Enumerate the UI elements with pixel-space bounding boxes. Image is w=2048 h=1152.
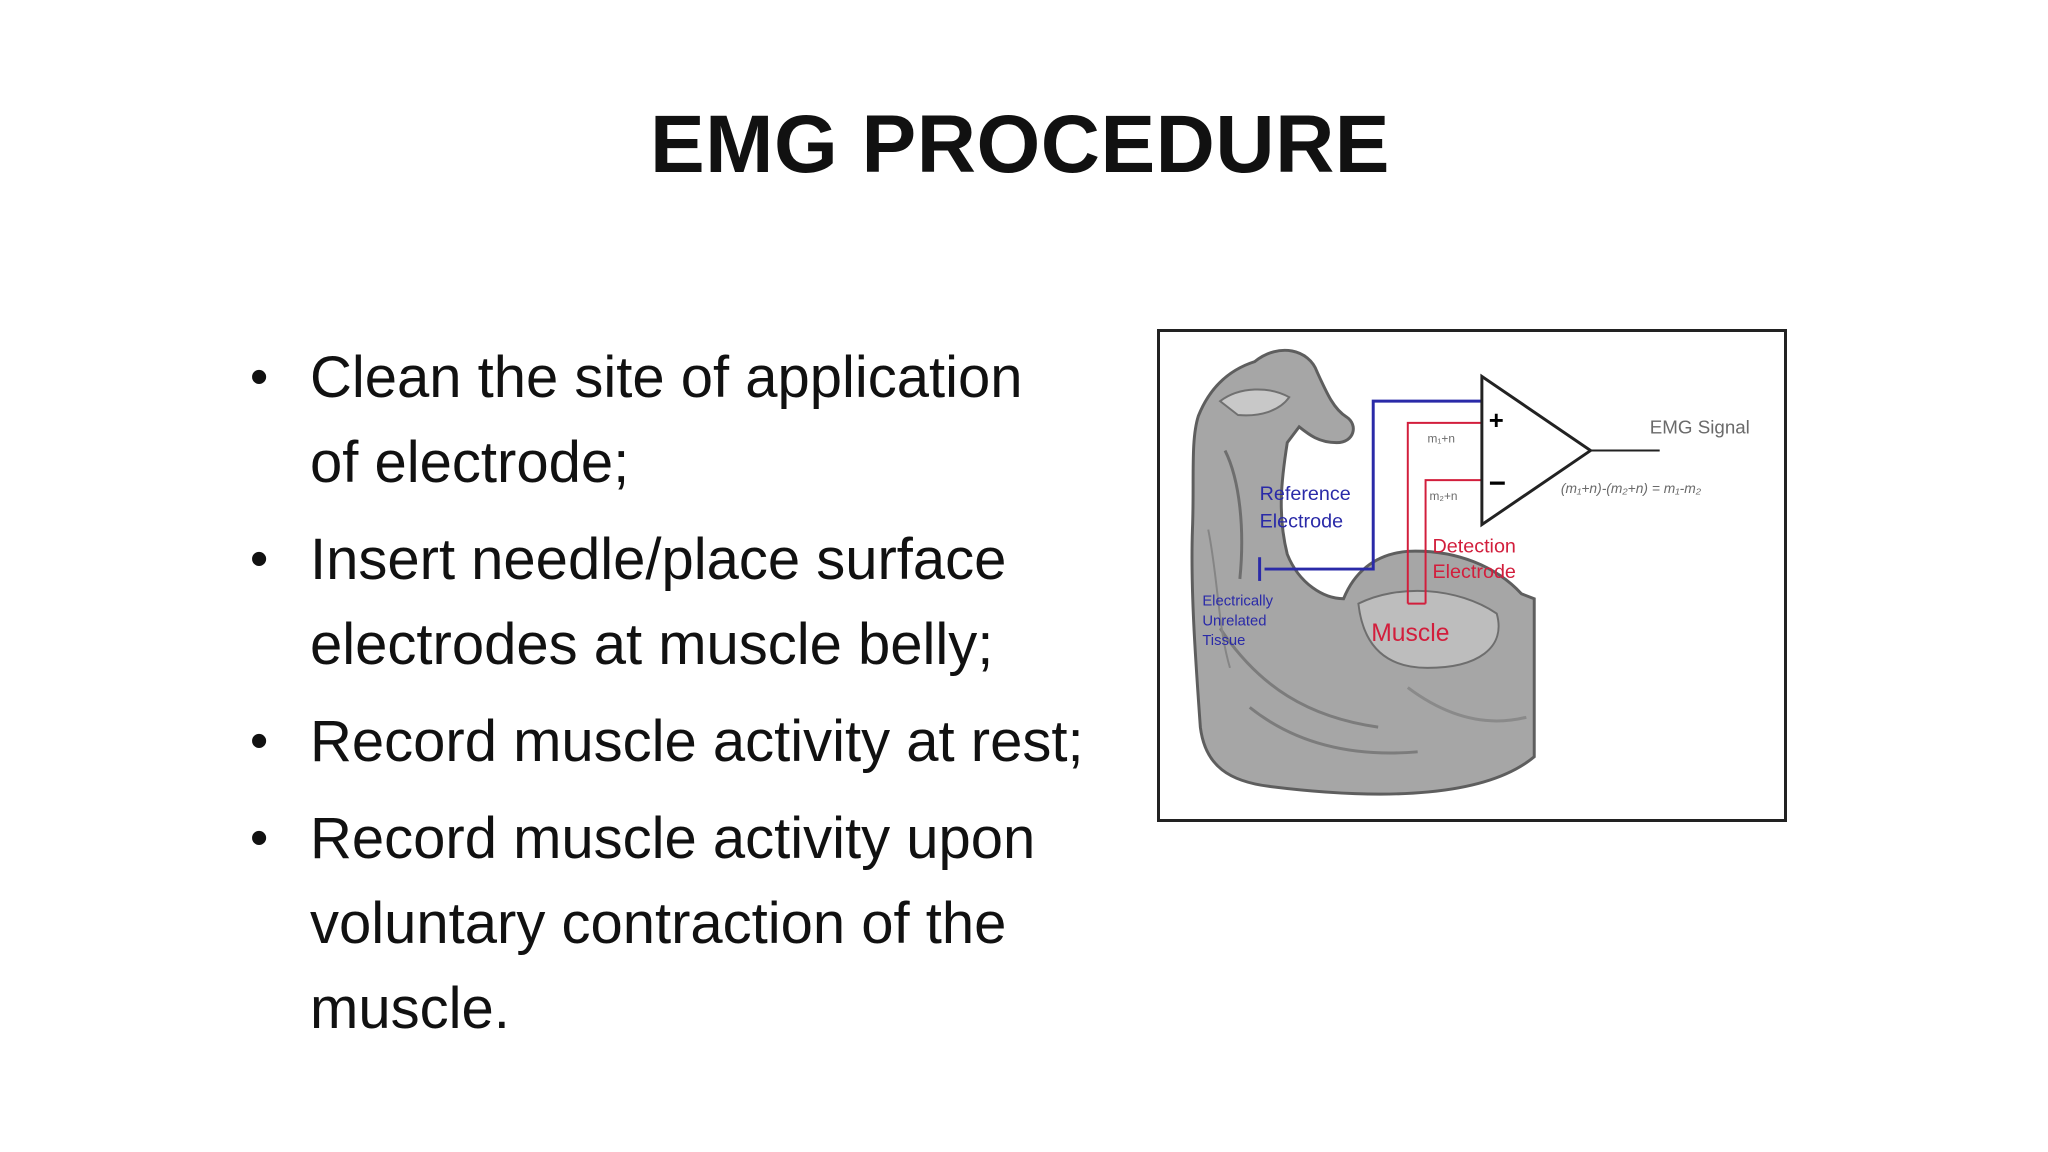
differential-amplifier-icon — [1480, 373, 1660, 528]
bullet-item-record-rest: • Record muscle activity at rest; — [250, 699, 1180, 784]
input-top-label: m₁+n — [1428, 432, 1455, 446]
emg-signal-label: EMG Signal — [1650, 417, 1750, 438]
emg-diagram-figure: + − m₁+n m₂+n EMG Signal (m₁+n)-(m₂+n) =… — [1157, 329, 1787, 822]
unrelated-tissue-label: Electrically Unrelated Tissue — [1202, 594, 1277, 650]
bullet-line: Clean the site of application — [310, 345, 1023, 410]
signal-formula: (m₁+n)-(m₂+n) = m₁-m₂ — [1561, 480, 1702, 496]
muscle-label: Muscle — [1371, 620, 1449, 647]
bullet-line: Insert needle/place surface — [310, 527, 1007, 592]
bullet-line: of electrode; — [310, 430, 630, 495]
bullet-line: electrodes at muscle belly; — [310, 612, 994, 677]
bullet-dot-icon: • — [250, 712, 269, 770]
bullet-item-record-contraction: • Record muscle activity upon voluntary … — [250, 796, 1180, 1051]
bullet-dot-icon: • — [250, 348, 269, 406]
detection-electrode-wire — [1406, 421, 1482, 605]
bullet-line: Record muscle activity upon — [310, 806, 1036, 871]
reference-electrode-label: Reference Electrode — [1260, 483, 1357, 533]
amplifier-minus-sign: − — [1489, 467, 1506, 500]
bullet-line: voluntary contraction of the — [310, 891, 1007, 956]
bullet-line: muscle. — [310, 976, 510, 1041]
slide-title: EMG PROCEDURE — [649, 99, 1390, 190]
reference-electrode-wire — [1258, 399, 1482, 581]
bullet-dot-icon: • — [250, 530, 269, 588]
bullet-dot-icon: • — [250, 809, 269, 867]
procedure-steps-list: • Clean the site of application of elect… — [250, 335, 1180, 1063]
emg-diagram: + − m₁+n m₂+n EMG Signal (m₁+n)-(m₂+n) =… — [1190, 348, 1750, 796]
bullet-item-insert-needle: • Insert needle/place surface electrodes… — [250, 517, 1180, 687]
detection-electrode-label: Detection Electrode — [1432, 535, 1521, 583]
bullet-line: Record muscle activity at rest; — [310, 709, 1084, 774]
input-bottom-label: m₂+n — [1430, 489, 1458, 503]
amplifier-plus-sign: + — [1489, 407, 1504, 435]
bullet-item-clean-site: • Clean the site of application of elect… — [250, 335, 1180, 505]
flexed-arm-illustration — [1190, 348, 1536, 796]
